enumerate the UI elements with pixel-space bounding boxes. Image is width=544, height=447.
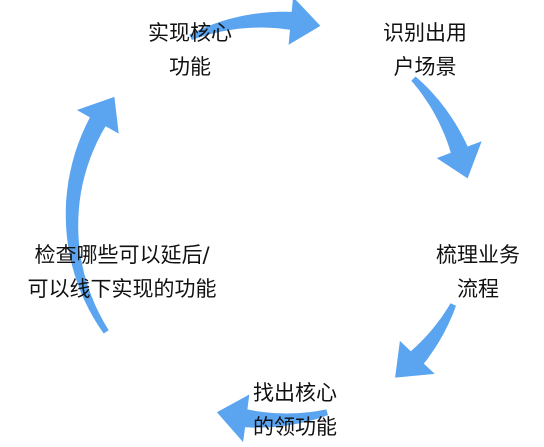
node-identify-scenarios: 识别出用 户场景	[350, 16, 500, 84]
node-check-postpone-line-2: 可以线下实现的功能	[27, 277, 217, 301]
node-sort-flow-line-2: 流程	[457, 277, 499, 301]
node-identify-scenarios-line-2: 户场景	[393, 55, 457, 79]
node-sort-flow: 梳理业务 流程	[418, 238, 538, 306]
arrow-find-to-check	[216, 394, 328, 443]
node-implement-core-line-1: 实现核心	[148, 21, 232, 45]
node-implement-core: 实现核心 功能	[120, 16, 260, 84]
node-find-core-line-1: 找出核心	[253, 381, 337, 405]
arrow-check-to-implement	[65, 96, 119, 334]
node-check-postpone-line-1: 检查哪些可以延后/	[34, 243, 210, 267]
node-find-core: 找出核心 的领功能	[230, 376, 360, 444]
arrow-sort-to-find	[395, 303, 456, 378]
arrow-identify-to-sort	[411, 76, 482, 179]
node-sort-flow-line-1: 梳理业务	[436, 243, 520, 267]
node-identify-scenarios-line-1: 识别出用	[383, 21, 467, 45]
node-find-core-line-2: 的领功能	[253, 415, 337, 439]
node-implement-core-line-2: 功能	[169, 55, 211, 79]
arrow-implement-to-identify	[189, 0, 321, 45]
node-check-postpone: 检查哪些可以延后/ 可以线下实现的功能	[2, 238, 242, 306]
